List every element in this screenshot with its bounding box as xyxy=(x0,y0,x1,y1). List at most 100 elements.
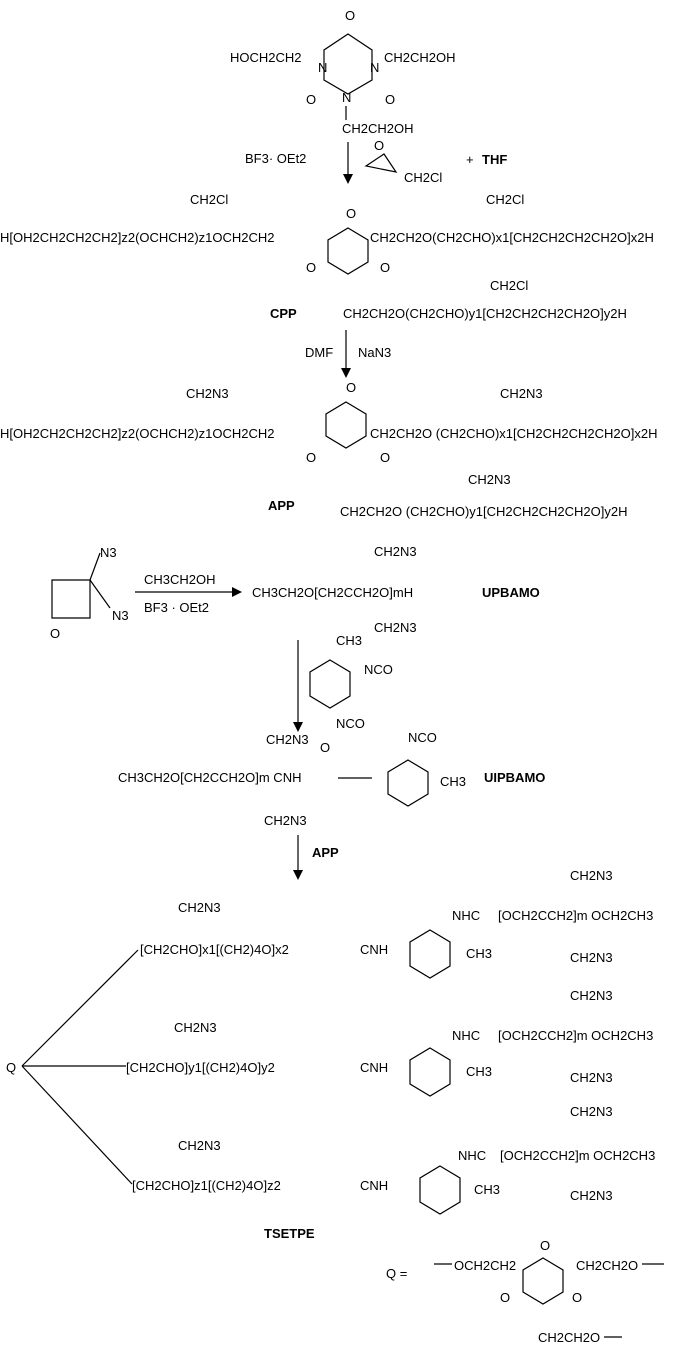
app-left-chain: H[OH2CH2CH2CH2]z2(OCHCH2)z1OCH2CH2 xyxy=(0,426,275,441)
uipbamo-methyl: CH3 xyxy=(440,774,466,789)
tsetpe-arm-1: CH2N3 [CH2CHO]x1[(CH2)4O]x2 CNH NHC CH3 … xyxy=(140,868,653,979)
step1-plus: + xyxy=(466,152,474,167)
q-definition: Q = O OCH2CH2 CH2CH2O O O CH2CH2O xyxy=(386,1238,664,1345)
tdi-nco1: NCO xyxy=(364,662,393,677)
cpp-bottom-pendant: CH2Cl xyxy=(490,278,528,293)
tdi-methyl: CH3 xyxy=(336,633,362,648)
cpp-ring xyxy=(327,227,369,275)
start-bottom-arm: CH2CH2OH xyxy=(342,121,414,136)
app-structure: O CH2N3 CH2N3 H[OH2CH2CH2CH2]z2(OCHCH2)z… xyxy=(0,380,658,519)
arm-pb-bottom: CH2N3 xyxy=(570,1188,613,1203)
app-bottom-pendant: CH2N3 xyxy=(468,472,511,487)
q-left: OCH2CH2 xyxy=(454,1258,516,1273)
tdi-ring xyxy=(309,659,351,709)
step1-epoxide: CH2Cl xyxy=(404,170,442,185)
q-right: CH2CH2O xyxy=(576,1258,638,1273)
arm-methyl: CH3 xyxy=(474,1182,500,1197)
q-bottom: CH2CH2O xyxy=(538,1330,600,1345)
tsetpe-arm-3: CH2N3 [CH2CHO]z1[(CH2)4O]z2 CNH NHC CH3 … xyxy=(132,1104,655,1215)
q-label: Q = xyxy=(386,1266,407,1281)
ring-n-bottom: N xyxy=(342,90,351,105)
tdi-reagent: CH3 NCO NCO xyxy=(309,633,393,731)
uipbamo-top: CH2N3 xyxy=(266,732,309,747)
arm-cnh: CNH xyxy=(360,942,388,957)
arm-ring xyxy=(419,1165,461,1215)
app-left-pendant: CH2N3 xyxy=(186,386,229,401)
epoxide-ring xyxy=(364,153,398,173)
ring-o-right: O xyxy=(385,92,395,107)
arm-segment: [CH2CHO]x1[(CH2)4O]x2 xyxy=(140,942,289,957)
arm-pb-bottom: CH2N3 xyxy=(570,950,613,965)
tdi-nco2: NCO xyxy=(336,716,365,731)
arm-ring xyxy=(409,1047,451,1097)
arm-pb: [OCH2CCH2]m OCH2CH3 xyxy=(500,1148,655,1163)
arm-pb-top: CH2N3 xyxy=(570,1104,613,1119)
arm-segment: [CH2CHO]z1[(CH2)4O]z2 xyxy=(132,1178,281,1193)
uipbamo-structure: CH2N3 O NCO CH3CH2O[CH2CCH2O]m CNH CH3 C… xyxy=(118,730,545,828)
arm-cnh: CNH xyxy=(360,1178,388,1193)
bond xyxy=(21,949,139,1067)
start-material: O HOCH2CH2 N N CH2CH2OH O O N CH2CH2OH xyxy=(230,8,456,136)
q-ring-o-right: O xyxy=(572,1290,582,1305)
ring-n-right: N xyxy=(370,60,379,75)
bamo-n3-top: N3 xyxy=(100,545,117,560)
upbamo-bottom: CH2N3 xyxy=(374,620,417,635)
arm-nhc: NHC xyxy=(452,908,480,923)
uipbamo-carbonyl: O xyxy=(320,740,330,755)
app-bottom-chain: CH2CH2O (CH2CHO)y1[CH2CH2CH2CH2O]y2H xyxy=(340,504,628,519)
q-ring-o-left: O xyxy=(500,1290,510,1305)
arm-pendant: CH2N3 xyxy=(178,900,221,915)
arm-cnh: CNH xyxy=(360,1060,388,1075)
tsetpe-core: Q xyxy=(6,1060,16,1075)
arm-pendant: CH2N3 xyxy=(178,1138,221,1153)
step3-reagent2: BF3 · OEt2 xyxy=(144,600,209,615)
arm-pb: [OCH2CCH2]m OCH2CH3 xyxy=(498,1028,653,1043)
oxetane-ring xyxy=(51,579,91,619)
app-o-left: O xyxy=(306,450,316,465)
cpp-right-pendant: CH2Cl xyxy=(486,192,524,207)
step3-reagent1: CH3CH2OH xyxy=(144,572,216,587)
ring-n-left: N xyxy=(318,60,327,75)
cpp-bottom-chain: CH2CH2O(CH2CHO)y1[CH2CH2CH2CH2O]y2H xyxy=(343,306,627,321)
start-right-arm: CH2CH2OH xyxy=(384,50,456,65)
arm-nhc: NHC xyxy=(458,1148,486,1163)
arm-segment: [CH2CHO]y1[(CH2)4O]y2 xyxy=(126,1060,275,1075)
arm-methyl: CH3 xyxy=(466,1064,492,1079)
arm-pb-top: CH2N3 xyxy=(570,988,613,1003)
tsetpe-label: TSETPE xyxy=(264,1226,315,1241)
cpp-ring-o: O xyxy=(346,206,356,221)
cpp-o-left: O xyxy=(306,260,316,275)
step1-comonomer: THF xyxy=(482,152,507,167)
bond xyxy=(89,579,111,609)
epoxide-o: O xyxy=(374,138,384,153)
step4-reagent: APP xyxy=(312,845,339,860)
step1-catalyst: BF3· OEt2 xyxy=(245,151,306,166)
arm-pb-top: CH2N3 xyxy=(570,868,613,883)
upbamo-label: UPBAMO xyxy=(482,585,540,600)
step2-reagent: NaN3 xyxy=(358,345,391,360)
ring-o-left: O xyxy=(306,92,316,107)
arm-ring xyxy=(409,929,451,979)
tsetpe-structure: Q CH2N3 [CH2CHO]x1[(CH2)4O]x2 CNH NHC CH… xyxy=(6,868,655,1241)
uipbamo-nco: NCO xyxy=(408,730,437,745)
upbamo-chain: CH3CH2O[CH2CCH2O]mH xyxy=(252,585,413,600)
bamo-monomer: O N3 N3 xyxy=(50,545,129,641)
q-ring xyxy=(522,1257,564,1305)
cpp-label: CPP xyxy=(270,306,297,321)
cpp-left-pendant: CH2Cl xyxy=(190,192,228,207)
uipbamo-bottom: CH2N3 xyxy=(264,813,307,828)
bond xyxy=(89,552,101,581)
uipbamo-ring xyxy=(387,759,429,807)
app-right-chain: CH2CH2O (CH2CHO)x1[CH2CH2CH2CH2O]x2H xyxy=(370,426,658,441)
step1-conditions: BF3· OEt2 O CH2Cl + THF xyxy=(245,138,507,185)
bamo-n3-bottom: N3 xyxy=(112,608,129,623)
upbamo-structure: CH2N3 CH3CH2O[CH2CCH2O]mH CH2N3 UPBAMO xyxy=(252,544,540,635)
uipbamo-chain: CH3CH2O[CH2CCH2O]m CNH xyxy=(118,770,301,785)
start-left-arm: HOCH2CH2 xyxy=(230,50,302,65)
q-ring-o: O xyxy=(540,1238,550,1253)
cpp-o-right: O xyxy=(380,260,390,275)
upbamo-top: CH2N3 xyxy=(374,544,417,559)
bond xyxy=(21,1065,133,1185)
arm-pb: [OCH2CCH2]m OCH2CH3 xyxy=(498,908,653,923)
